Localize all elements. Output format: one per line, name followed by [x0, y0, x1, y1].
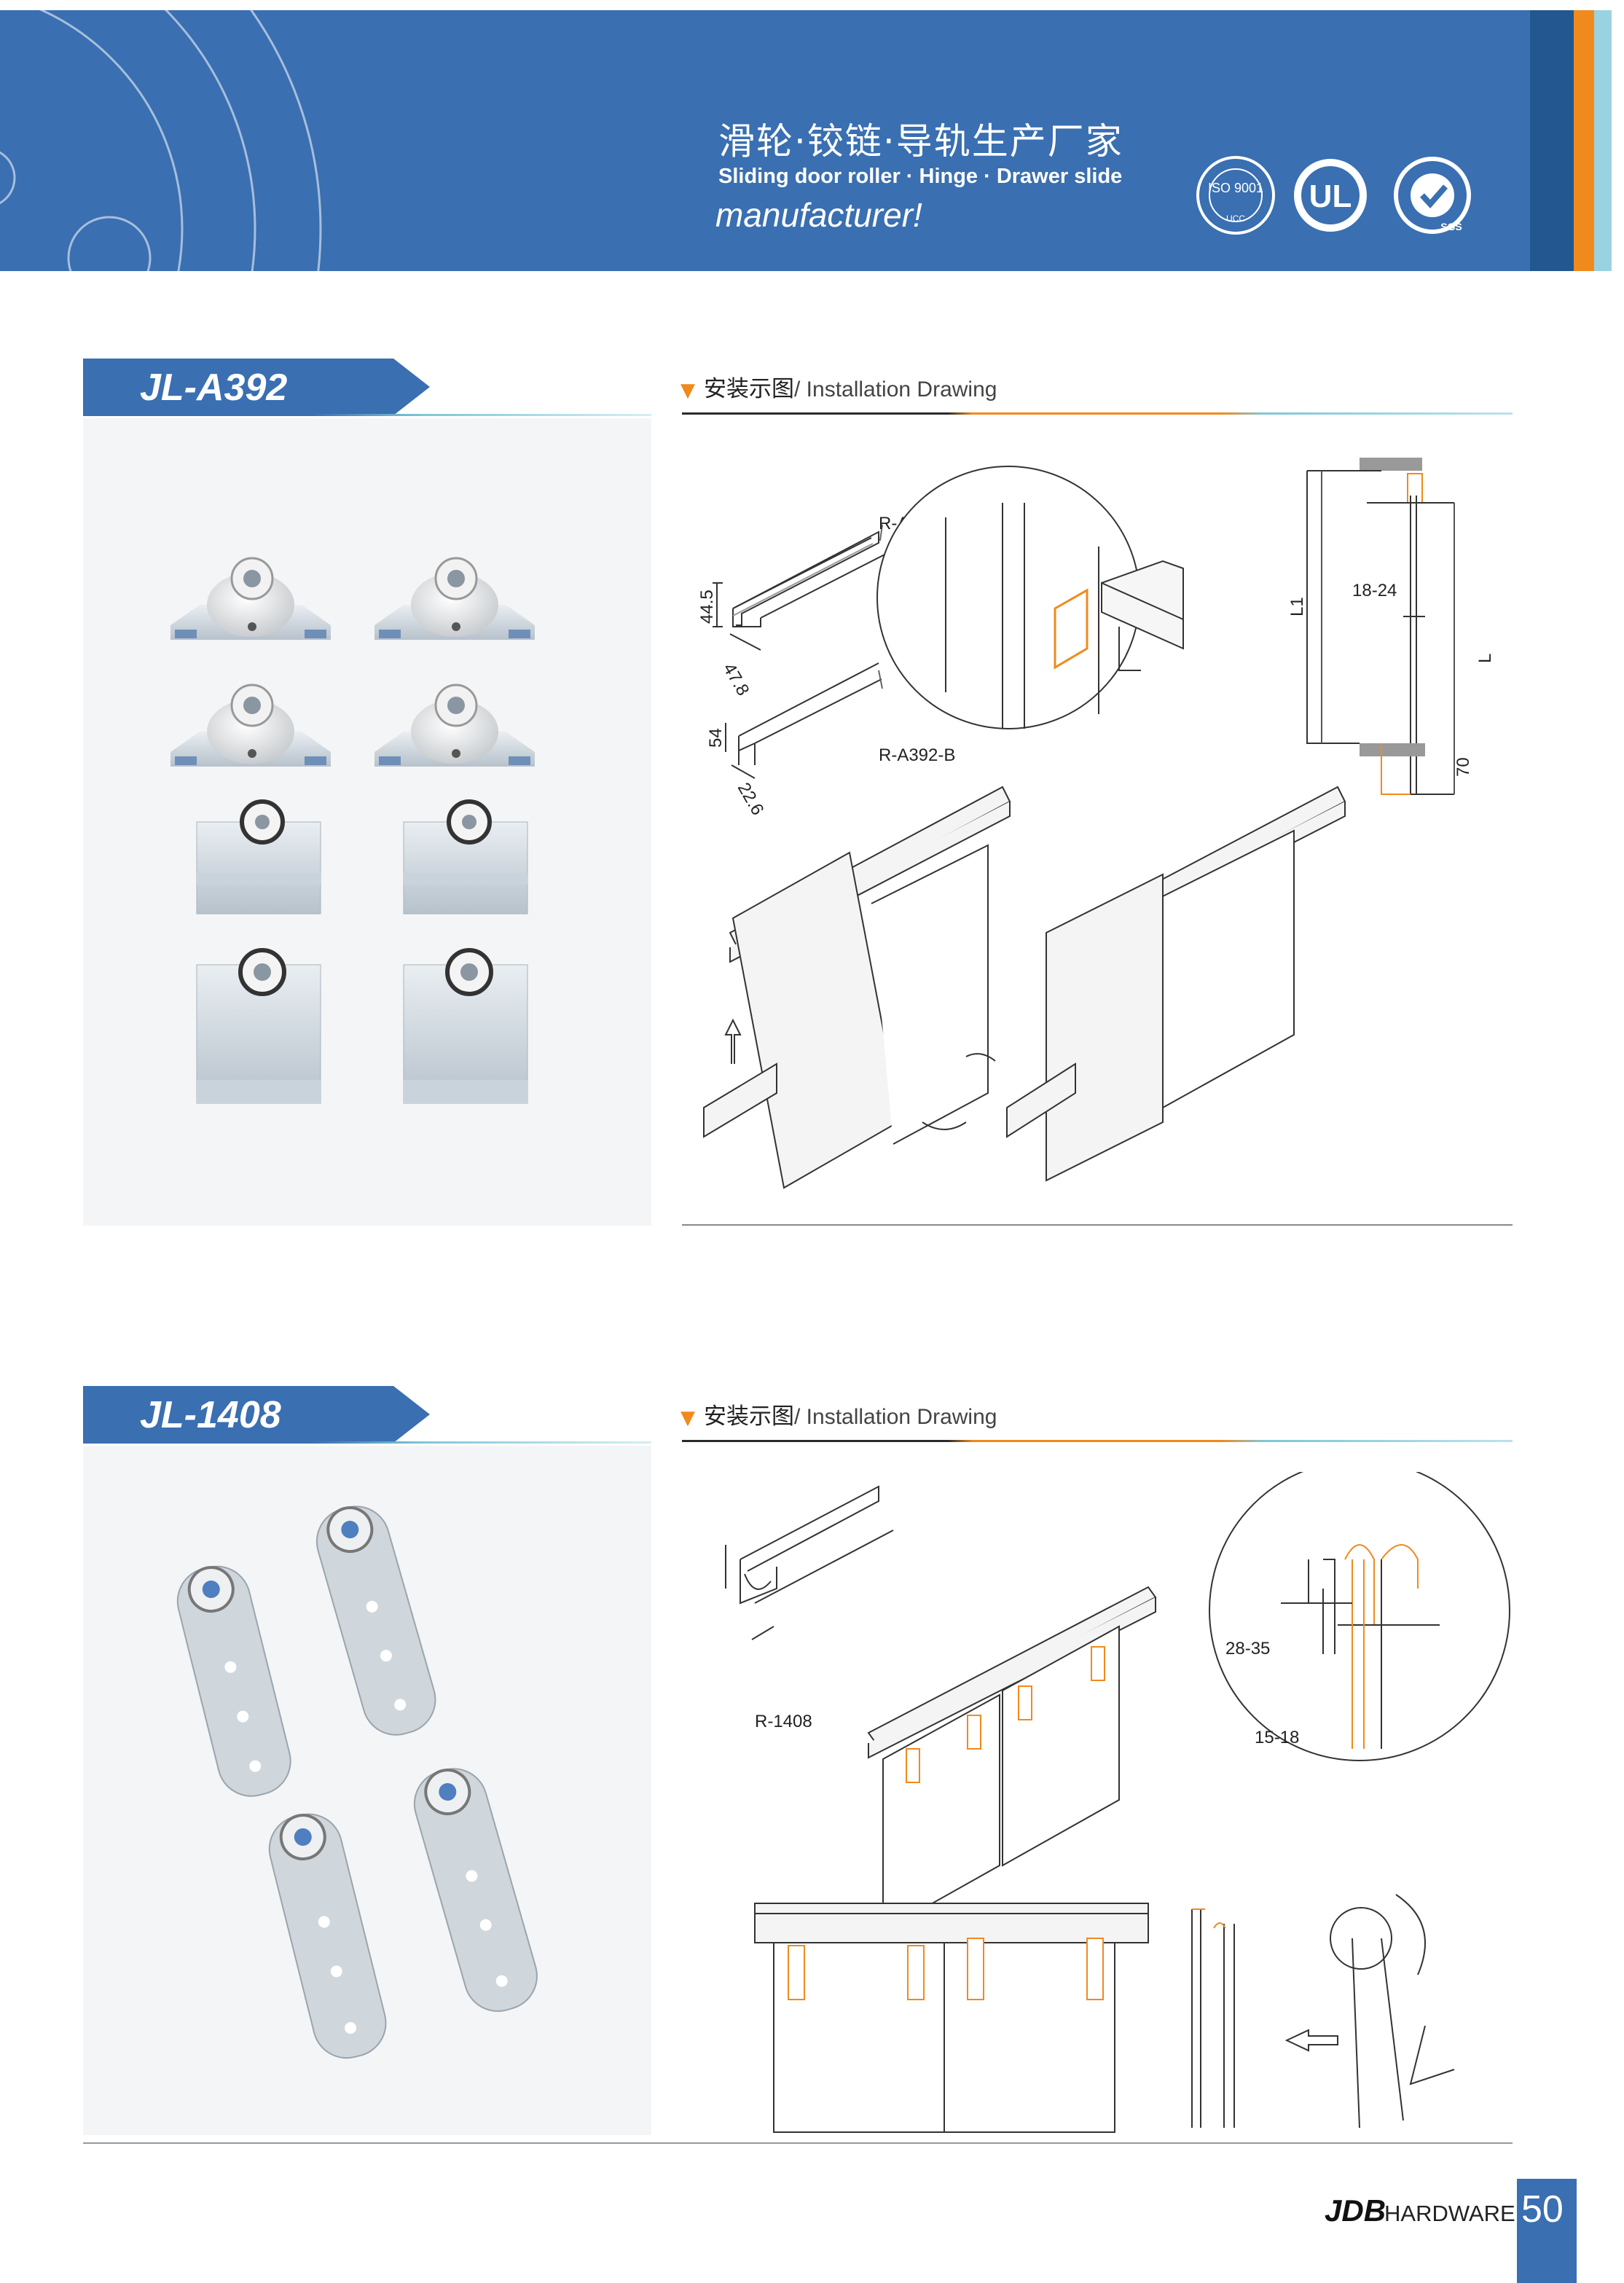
hanger-plate	[176, 1505, 538, 2059]
footer-divider	[83, 2142, 1513, 2144]
model-name: JL-A392	[140, 367, 288, 409]
header-stripe-dark	[1530, 10, 1574, 271]
detail-circle	[1209, 1472, 1510, 1761]
header-stripe-orange	[1574, 10, 1594, 271]
dim-15-18: 15-18	[1255, 1728, 1299, 1747]
page-number: 50	[1521, 2188, 1564, 2231]
dim-28-35: 28-35	[1225, 1639, 1270, 1659]
detail-circle	[876, 466, 1184, 729]
footer-brand-logo: JDB	[1325, 2193, 1386, 2228]
roller-photos	[170, 557, 535, 1104]
drawing-title-en: / Installation Drawing	[794, 1405, 997, 1429]
drawing-title-underline	[682, 412, 1513, 415]
hanger-plate-photos	[176, 1505, 538, 2059]
model-tag-1408: JL-1408	[83, 1386, 430, 1443]
label-profile-bottom: R-A392-B	[879, 745, 955, 765]
product-photo-panel-a392	[83, 418, 651, 1226]
dim-18-24: 18-24	[1352, 581, 1397, 600]
installation-drawing-a392: R-A392-U R-A392-B 44.5 47.8 54 22.6 L1 1…	[697, 458, 1495, 1189]
dim-70: 70	[1454, 757, 1473, 777]
installation-drawing-1408: R-1408 28-35 15-18	[725, 1472, 1510, 2133]
footer-hardware-label: HARDWARE	[1384, 2201, 1515, 2226]
dim-44-5: 44.5	[697, 590, 717, 624]
header-title-cn: 滑轮·铰链·导轨生产厂家	[718, 120, 1123, 162]
section-elevation	[1306, 458, 1455, 795]
roller-b	[196, 799, 528, 1104]
model-tag-underline	[83, 414, 651, 416]
dim-l1: L1	[1287, 597, 1307, 616]
triangle-bullet-icon: ▼	[680, 1407, 695, 1429]
triangle-bullet-icon: ▼	[680, 380, 695, 402]
installation-drawing-title: ▼ 安装示图/ Installation Drawing	[680, 1398, 997, 1430]
model-tag-a392: JL-A392	[83, 359, 430, 415]
track-with-doors	[867, 1586, 1157, 1932]
dim-22-6: 22.6	[734, 780, 768, 819]
door-installation-steps	[703, 786, 1346, 1189]
header-title-manufacturer: manufacturer!	[715, 196, 922, 234]
dim-47-8: 47.8	[719, 660, 753, 700]
dim-54: 54	[706, 728, 726, 748]
page-number-box: 50	[1517, 2179, 1577, 2283]
roller-a	[170, 557, 535, 767]
iso-cert-label: ISO 9001	[1208, 181, 1263, 195]
product-photo-panel-1408	[83, 1446, 651, 2135]
section-divider	[682, 1224, 1513, 1226]
drawing-title-en: / Installation Drawing	[794, 377, 997, 402]
page-header: 滑轮·铰链·导轨生产厂家 Sliding door roller · Hinge…	[0, 10, 1530, 271]
drawing-title-cn: 安装示图	[704, 376, 794, 402]
side-steps	[1191, 1894, 1455, 2129]
installation-drawing-title: ▼ 安装示图/ Installation Drawing	[680, 370, 997, 403]
ul-cert-icon: UL	[1294, 159, 1367, 232]
front-elevation	[754, 1903, 1149, 2133]
dim-l: L	[1475, 654, 1495, 663]
sgs-cert-icon: SGS	[1394, 157, 1471, 234]
model-name: JL-1408	[140, 1394, 281, 1436]
label-profile-r1408: R-1408	[755, 1712, 812, 1731]
header-decoration	[0, 10, 322, 271]
motion-arrows	[724, 1018, 996, 1130]
iso-cert-sub: UCC	[1226, 214, 1245, 224]
drawing-title-underline	[682, 1440, 1513, 1442]
model-tag-underline	[83, 1441, 651, 1444]
header-title-en: Sliding door roller · Hinge · Drawer sli…	[718, 165, 1123, 188]
track-profile	[725, 1485, 894, 1640]
ul-cert-label: UL	[1309, 179, 1352, 214]
header-stripe-teal	[1594, 10, 1612, 271]
iso-9001-cert-icon: ISO 9001 UCC	[1196, 156, 1275, 235]
sgs-cert-label: SGS	[1440, 221, 1462, 232]
drawing-title-cn: 安装示图	[704, 1403, 794, 1430]
